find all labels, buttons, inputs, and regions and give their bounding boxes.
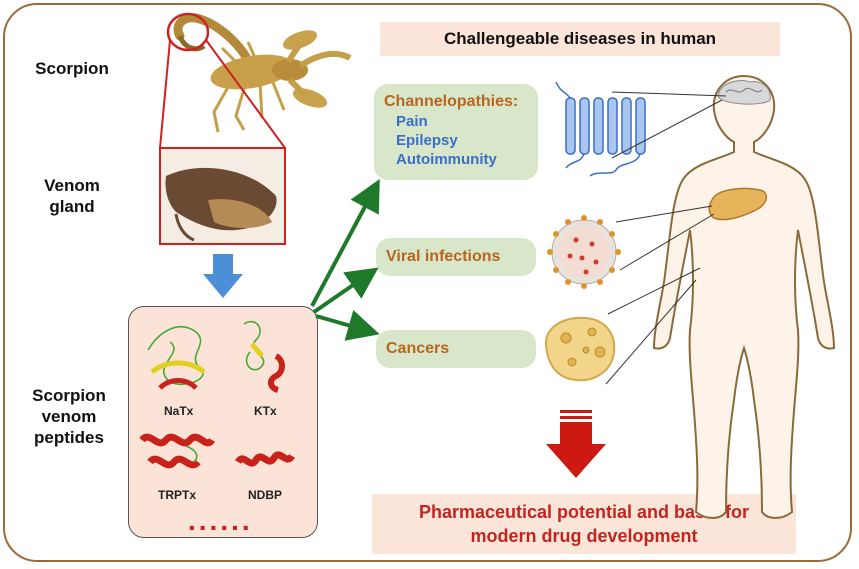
brain-icon <box>717 80 771 105</box>
peptides-box <box>128 306 318 538</box>
natx-structure <box>147 326 206 390</box>
disease-item-epilepsy: Epilepsy <box>396 132 458 149</box>
scorpion-image <box>173 13 352 133</box>
human-body-outline <box>652 74 836 519</box>
ion-channel-icon <box>555 81 646 177</box>
zoom-line-right <box>205 39 286 149</box>
stinger-highlight-circle <box>166 12 210 52</box>
red-down-arrow <box>546 410 606 478</box>
arrow-to-cancers <box>315 310 380 341</box>
venom-gland-label: Venom gland <box>44 176 100 216</box>
channelopathies-box: Channelopathies: Pain Epilepsy Autoimmun… <box>374 84 538 180</box>
peptide-label-natx: NaTx <box>164 404 194 418</box>
cancers-box: Cancers <box>376 330 536 368</box>
venom-gland-image <box>159 147 286 245</box>
peptide-label-ndbp: NDBP <box>248 488 283 502</box>
ndbp-structure <box>235 451 295 467</box>
more-peptides-ellipsis: ...... <box>188 505 253 536</box>
peptide-label-trptx: TRPTx <box>158 488 197 502</box>
disease-item-pain: Pain <box>396 113 428 130</box>
peptide-label-ktx: KTx <box>254 404 277 418</box>
arrow-to-viral-infections <box>312 267 379 314</box>
viral-infections-box: Viral infections <box>376 238 536 276</box>
trptx-structure <box>139 433 215 469</box>
blue-down-arrow <box>203 254 243 298</box>
channelopathies-title: Channelopathies: <box>384 93 519 110</box>
scorpion-label: Scorpion <box>35 59 109 78</box>
ktx-structure <box>243 320 285 393</box>
disease-item-autoimmunity: Autoimmunity <box>396 151 497 168</box>
virus-icon <box>547 215 621 289</box>
diseases-header: Challengeable diseases in human <box>380 22 780 56</box>
arrow-to-channelopathies <box>310 178 380 307</box>
cancer-cell-icon <box>544 316 616 382</box>
peptides-label: Scorpion venom peptides <box>32 386 106 447</box>
liver-icon <box>708 187 768 221</box>
zoom-line-left <box>159 39 171 149</box>
connector-lines <box>605 91 727 385</box>
